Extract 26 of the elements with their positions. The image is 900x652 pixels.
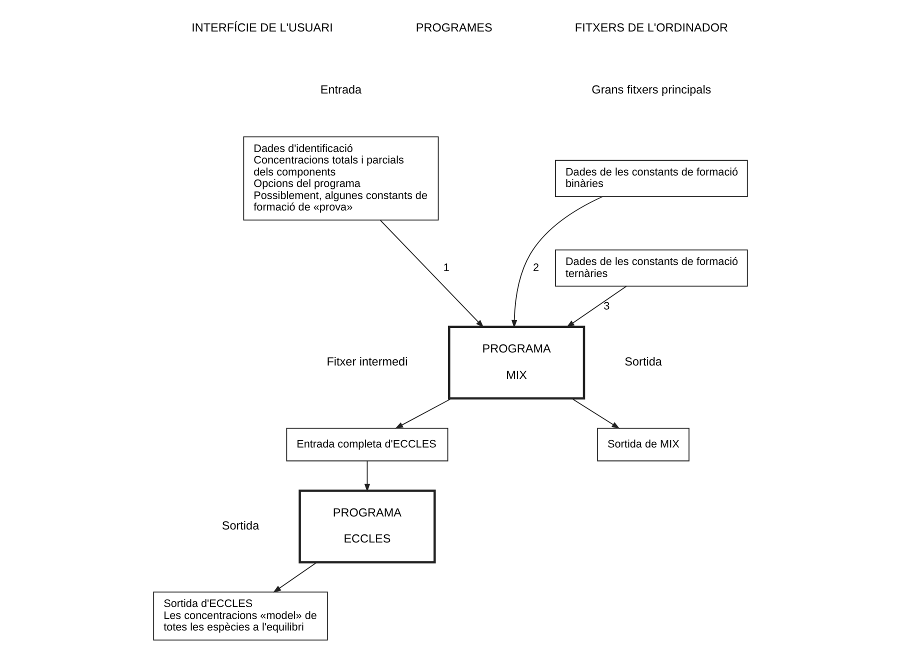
label: INTERFÍCIE DE L'USUARI	[191, 21, 332, 34]
node-box: PROGRAMA MIX	[448, 326, 585, 400]
node-box: Entrada completa d'ECCLES	[286, 428, 448, 462]
node-box: Dades de les constants de formació binàries	[554, 160, 748, 198]
label: Fitxer intermedi	[326, 356, 408, 369]
arrow	[570, 398, 620, 429]
label: Grans fitxers principals	[591, 84, 711, 97]
label: Sortida	[624, 356, 662, 369]
label: Entrada	[320, 84, 362, 97]
arrow	[364, 460, 370, 492]
arrow	[272, 562, 317, 593]
edge-label: 1	[442, 262, 449, 274]
label: FITXERS DE L'ORDINADOR	[574, 21, 728, 34]
node-box: Sortida de MIX	[596, 428, 689, 462]
edge-label: 2	[532, 262, 539, 274]
label: PROGRAMES	[415, 21, 492, 34]
arrow	[394, 398, 452, 429]
label: Sortida	[221, 520, 259, 533]
node-box: PROGRAMA ECCLES	[298, 490, 436, 564]
edge-label: 3	[603, 300, 610, 312]
arrow	[510, 196, 602, 328]
node-box: Dades d'identificació Concentracions totals i parcials dels components Opcions del programa Possiblement, algunes constants de formació de «prova»	[242, 136, 438, 221]
arrow	[379, 220, 484, 328]
node-box: Dades de les constants de formació ternàries	[554, 250, 748, 287]
node-box: Sortida d'ECCLES Les concentracions «model» de totes les espècies a l'equilibri	[152, 592, 328, 641]
arrow	[566, 286, 626, 328]
